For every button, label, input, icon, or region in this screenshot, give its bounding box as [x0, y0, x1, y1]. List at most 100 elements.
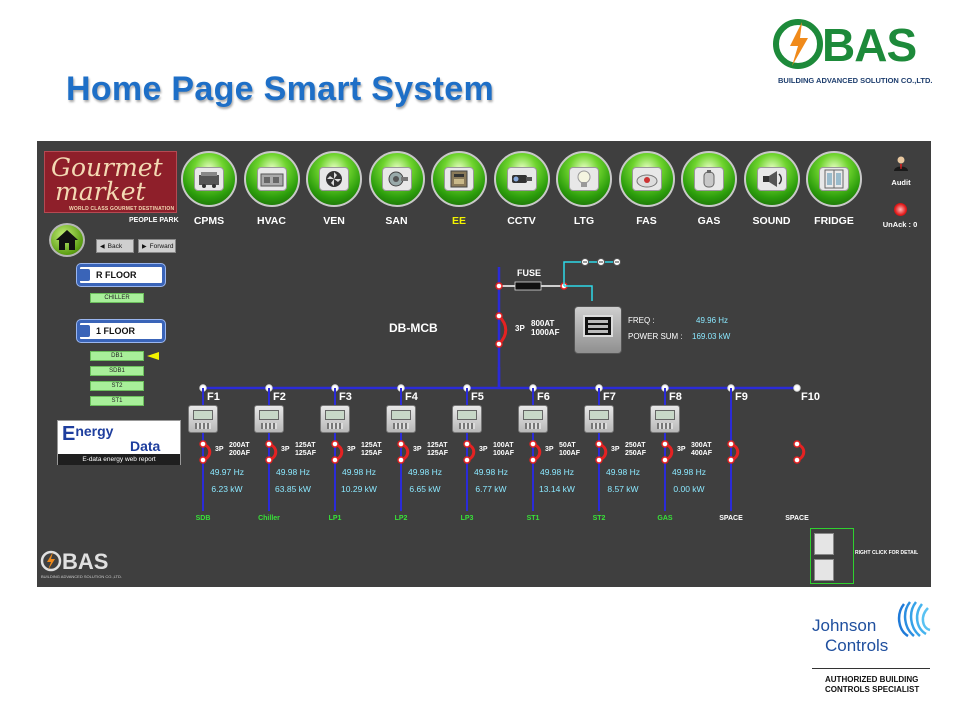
bus-tap-node [793, 384, 801, 392]
feeder-meter-f2[interactable] [254, 405, 284, 433]
system-orb [681, 151, 737, 207]
system-button-fridge[interactable]: FRIDGE [805, 151, 863, 227]
feeder-id-f9: F9 [735, 391, 748, 403]
feeder-power: 10.29 kW [341, 484, 377, 494]
feeder-id-f2: F2 [273, 391, 286, 403]
bas-emblem-icon [773, 19, 823, 69]
floor-button-1[interactable]: 1 FLOOR [77, 320, 165, 342]
fuse-terminal [495, 282, 503, 290]
feeder-freq: 49.98 Hz [539, 467, 575, 477]
feeder-freq: 49.98 Hz [275, 467, 311, 477]
spare-breaker-icon-terminal [793, 456, 801, 464]
system-button-ee[interactable]: EE [430, 151, 488, 227]
system-button-san[interactable]: SAN [368, 151, 426, 227]
ahu-icon [260, 173, 283, 187]
feeder-id-f8: F8 [669, 391, 682, 403]
system-orb [493, 151, 550, 207]
home-button[interactable] [49, 223, 85, 257]
feeder-load-st1: ST1 [526, 515, 540, 522]
audit-button[interactable]: Audit [881, 155, 921, 187]
feeder-meter-f8[interactable] [650, 405, 680, 433]
feeder-breaker-icon-terminal [529, 456, 537, 464]
zone-chip-sdb1[interactable]: SDB1 [90, 366, 144, 376]
system-orb [181, 151, 237, 207]
system-button-cpms[interactable]: CPMS [180, 151, 238, 227]
chiller-icon [199, 172, 219, 188]
fuse-label: FUSE [517, 268, 542, 278]
feeder-breaker-icon-terminal [265, 440, 273, 448]
feeder-meter-f7[interactable] [584, 405, 614, 433]
feeder-breaker-icon-terminal [199, 440, 207, 448]
feeder-meter-f5[interactable] [452, 405, 482, 433]
camera-icon [511, 175, 532, 183]
feeder-load-sdb: SDB [195, 515, 211, 522]
system-button-cctv[interactable]: CCTV [493, 151, 551, 227]
spare-breaker-icon-terminal [793, 440, 801, 448]
feeder-freq: 49.98 Hz [407, 467, 443, 477]
detail-hint-box [810, 528, 854, 584]
main-power-meter[interactable] [574, 306, 622, 354]
system-orb [368, 151, 425, 207]
system-orb [306, 151, 362, 207]
feeder-power: 6.23 kW [211, 484, 243, 494]
system-label: LTG [573, 215, 595, 227]
floor-button-r[interactable]: R FLOOR [77, 264, 165, 286]
forward-arrow-icon: ▶ [142, 243, 147, 250]
feeder-power: 0.00 kW [673, 484, 705, 494]
zone-chip-st2[interactable]: ST2 [90, 381, 144, 391]
system-label: SAN [385, 215, 408, 227]
slide-title: Home Page Smart System [66, 70, 494, 108]
energy-data-logo[interactable]: Energy Data E-data energy web report [57, 420, 181, 465]
electrical-panel-icon [450, 170, 468, 188]
system-button-ltg[interactable]: LTG [555, 151, 613, 227]
feeder-breaker-icon-terminal [265, 456, 273, 464]
feeder-load-chiller: Chiller [258, 515, 280, 522]
system-button-fas[interactable]: FAS [618, 151, 676, 227]
floor-indicator-icon [78, 325, 90, 337]
feeder-power: 6.77 kW [475, 484, 507, 494]
smoke-detector-icon [636, 174, 657, 188]
system-button-sound[interactable]: SOUND [743, 151, 801, 227]
unack-alarm-button[interactable]: UnAck : 0 [873, 203, 927, 229]
feeder-load-space: SPACE [719, 515, 743, 522]
zone-chip-chiller[interactable]: CHILLER [90, 293, 144, 303]
feeder-id-f10: F10 [801, 391, 820, 403]
johnson-controls-logo: Johnson Controls [812, 600, 932, 660]
feeder-meter-f6[interactable] [518, 405, 548, 433]
panel-name: DB-MCB [389, 321, 438, 335]
system-label: SOUND [752, 215, 791, 227]
feeder-power: 63.85 kW [275, 484, 311, 494]
gas-tank-icon [703, 170, 715, 188]
feeder-meter-f4[interactable] [386, 405, 416, 433]
system-label: FAS [636, 215, 657, 227]
feeder-breaker-icon-terminal [463, 456, 471, 464]
feeder-breaker-icon-terminal [463, 440, 471, 448]
pump-icon [388, 171, 408, 187]
zone-chip-st1[interactable]: ST1 [90, 396, 144, 406]
forward-button[interactable]: ▶ Forward [138, 239, 176, 253]
feeder-meter-f1[interactable] [188, 405, 218, 433]
feeder-breaker-icon-terminal [595, 456, 603, 464]
bas-logo-subtitle: BUILDING ADVANCED SOLUTION CO.,LTD. [778, 76, 933, 85]
main-freq-value: 49.96 Hz [696, 316, 729, 325]
system-button-ven[interactable]: VEN [305, 151, 363, 227]
detail-hint: RIGHT CLICK FOR DETAIL [855, 550, 919, 556]
system-orb [806, 151, 862, 207]
jci-globe-icon [897, 601, 931, 638]
feeder-freq: 49.98 Hz [341, 467, 377, 477]
system-button-hvac[interactable]: HVAC [243, 151, 301, 227]
feeder-freq: 49.97 Hz [209, 467, 245, 477]
bas-mini-emblem-icon [40, 550, 62, 572]
system-label: FRIDGE [814, 215, 854, 227]
system-button-gas[interactable]: GAS [680, 151, 738, 227]
gourmet-market-logo: Gourmet market WORLD CLASS GOURMET DESTI… [44, 151, 177, 213]
back-button[interactable]: ◀ Back [96, 239, 134, 253]
feeder-meter-f3[interactable] [320, 405, 350, 433]
meter-detail-icon[interactable] [814, 533, 834, 555]
feeder-breaker-icon-terminal [199, 456, 207, 464]
system-label: HVAC [257, 215, 286, 227]
zone-chip-db1[interactable]: DB1 [90, 351, 144, 361]
bulb-icon [577, 170, 591, 187]
feeder-id-f4: F4 [405, 391, 418, 403]
meter-detail-icon[interactable] [814, 559, 834, 581]
